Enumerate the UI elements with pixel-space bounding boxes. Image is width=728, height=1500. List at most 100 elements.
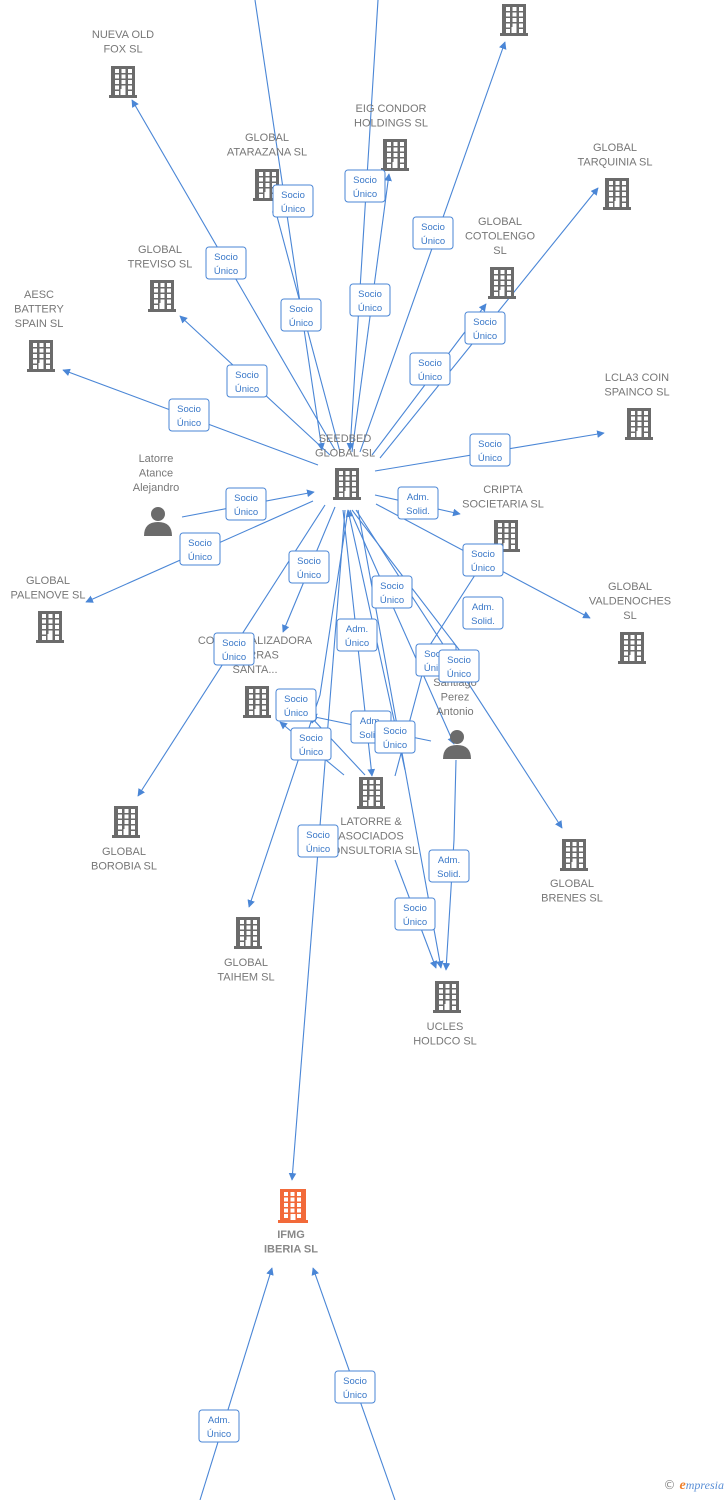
building-window (400, 164, 404, 168)
node-label: Antonio (436, 706, 473, 718)
building-window (363, 796, 367, 801)
edge-label-box (394, 897, 436, 931)
building-window (33, 343, 37, 347)
node-top[interactable] (500, 4, 528, 36)
building-window (154, 294, 158, 298)
node-label: Latorre (139, 453, 174, 465)
node-label: SEEDBED (319, 433, 372, 445)
edge-label-text: Adm. (208, 1415, 230, 1426)
node-eig[interactable]: EIG CONDOR HOLDINGS SL (354, 103, 428, 171)
building-base (27, 369, 55, 372)
building-window (240, 936, 244, 941)
edge-label-adm-solid[interactable]: Adm.Solid. (397, 486, 439, 520)
edge-label-text: Único (447, 669, 471, 680)
building-window (630, 635, 635, 639)
building-icon (357, 777, 385, 809)
building-window (393, 147, 398, 152)
building-window (339, 493, 343, 497)
building-window (644, 422, 648, 426)
building-window (631, 411, 635, 415)
building-window (504, 539, 509, 544)
node-label: HOLDINGS SL (354, 118, 428, 130)
building-window (345, 476, 350, 481)
building-window (494, 281, 498, 285)
building-window (452, 984, 456, 988)
building-window (262, 689, 266, 693)
edge-label-adm-solid[interactable]: Adm.Solid. (428, 849, 470, 883)
edge-label-adm-nico[interactable]: Adm.Único (336, 618, 378, 652)
person-body (443, 745, 471, 759)
building-window (262, 700, 266, 704)
building-window (644, 416, 648, 421)
node-label: GLOBAL SL (315, 448, 375, 460)
node-label: EIG CONDOR (356, 103, 427, 115)
edge-line (349, 509, 455, 745)
node-label: LATORRE & (340, 816, 402, 828)
building-window (131, 831, 135, 835)
building-base (488, 296, 516, 299)
edge-label-adm-solid[interactable]: Adm.Solid. (462, 596, 504, 630)
person-icon (443, 730, 471, 759)
edge-label-adm-nico[interactable]: Adm.Único (198, 1409, 240, 1443)
building-window (511, 534, 515, 538)
building-window (284, 1208, 288, 1213)
edge-label-box (179, 532, 221, 566)
node-seedbed[interactable]: SEEDBED GLOBAL SL (315, 433, 375, 500)
node-label: LCLA3 COIN (605, 372, 669, 384)
building-window (504, 523, 509, 527)
edge-label-box (205, 246, 247, 280)
building-window (609, 181, 613, 185)
building-window (637, 411, 642, 415)
building-door (120, 89, 126, 95)
edge-label-text: Único (353, 189, 377, 200)
node-label: COTOLENGO (465, 231, 536, 243)
building-window (259, 183, 263, 187)
node-label: NUEVA OLD (92, 29, 154, 41)
node-label: GLOBAL (26, 575, 70, 587)
building-window (265, 183, 270, 187)
building-window (246, 936, 251, 941)
